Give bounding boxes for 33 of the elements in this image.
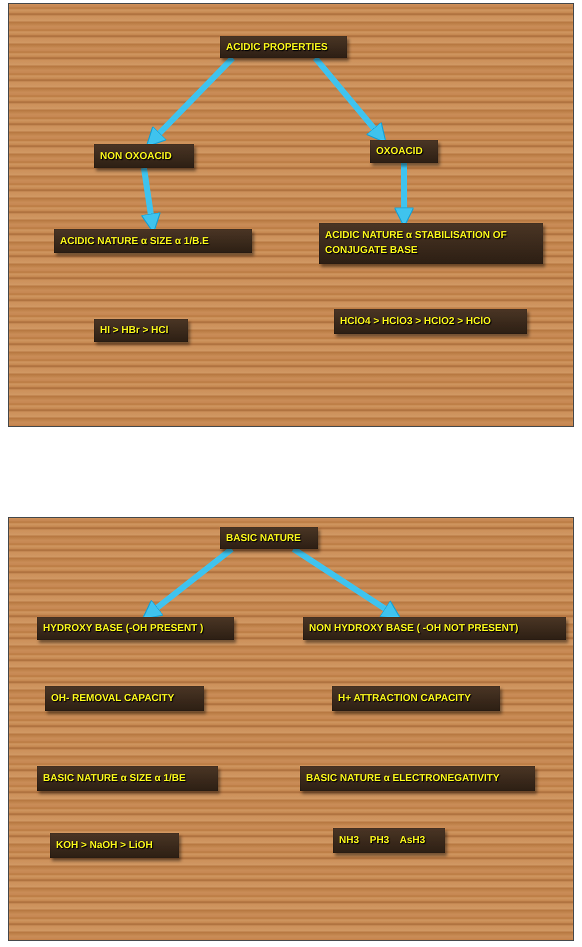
label-box xyxy=(94,319,188,342)
label-box xyxy=(37,766,218,791)
box-label: ACIDIC NATURE α SIZE α 1/B.E xyxy=(60,236,209,246)
label-box xyxy=(37,617,234,640)
box-label: BASIC NATURE α SIZE α 1/BE xyxy=(43,773,186,784)
box-label: OH- REMOVAL CAPACITY xyxy=(51,693,174,704)
arrow xyxy=(142,546,234,620)
box-label: OXOACID xyxy=(376,146,423,157)
label-box xyxy=(94,144,194,168)
label-box xyxy=(220,36,347,58)
label-box xyxy=(333,828,445,853)
box-label: HClO4 > HClO3 > HClO2 > HClO xyxy=(340,316,491,327)
label-box xyxy=(332,686,500,711)
label-box xyxy=(300,766,535,791)
label-box xyxy=(45,686,204,711)
label-box xyxy=(220,527,318,549)
label-box xyxy=(370,140,438,163)
box-label: HI > HBr > HCl xyxy=(100,325,168,336)
box-label: ACIDIC NATURE α STABILISATION OF CONJUGATE BASE xyxy=(325,229,508,258)
box-label: BASIC NATURE xyxy=(226,532,301,544)
label-box xyxy=(303,617,566,640)
label-box xyxy=(54,229,252,253)
box-label: ACIDIC PROPERTIES xyxy=(226,42,328,52)
box-label: NH3 PH3 AsH3 xyxy=(339,835,426,846)
box-label: HYDROXY BASE (-OH PRESENT ) xyxy=(43,623,204,634)
box-label: KOH > NaOH > LiOH xyxy=(56,840,153,851)
label-box xyxy=(334,309,527,334)
box-label: H+ ATTRACTION CAPACITY xyxy=(338,693,471,704)
label-box xyxy=(319,223,543,264)
label-box xyxy=(50,833,179,858)
box-label: NON OXOACID xyxy=(100,150,172,162)
box-label: BASIC NATURE α ELECTRONEGATIVITY xyxy=(306,773,500,784)
box-label: NON HYDROXY BASE ( -OH NOT PRESENT) xyxy=(309,623,518,634)
